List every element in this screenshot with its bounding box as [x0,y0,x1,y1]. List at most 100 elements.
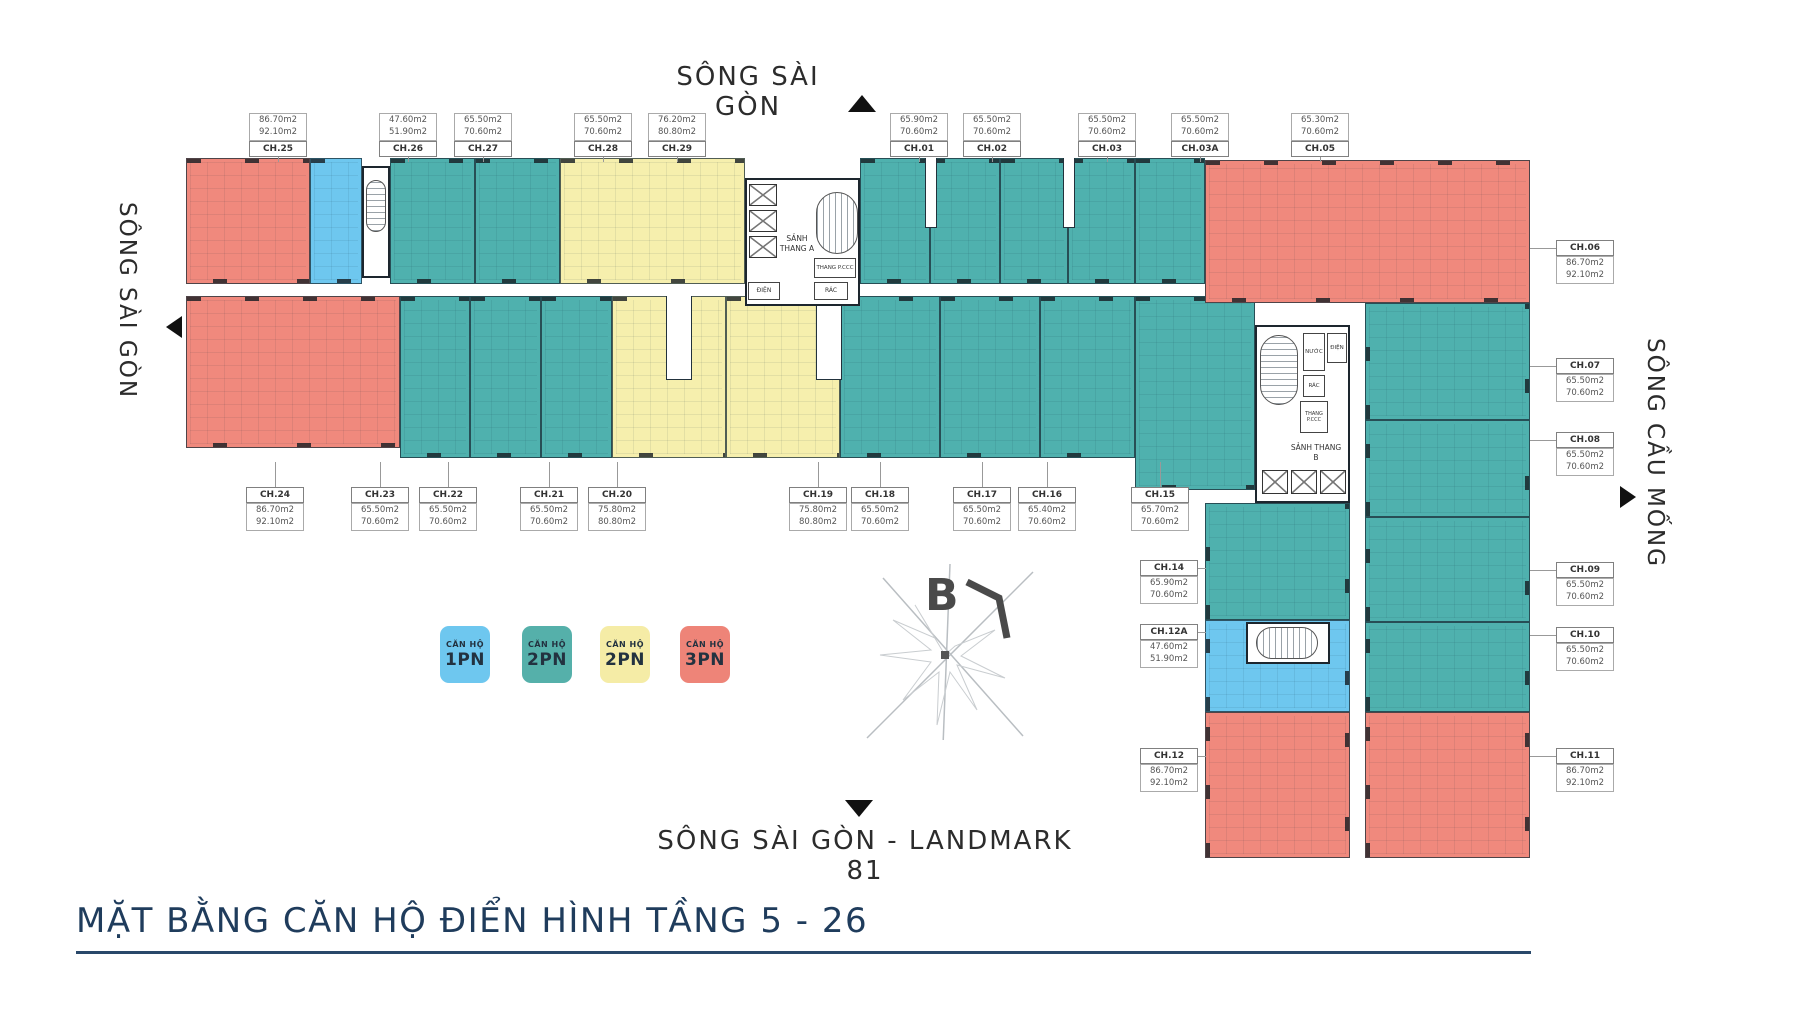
unit-block-ch-06 [1205,160,1530,303]
unit-id: CH.21 [520,487,578,503]
unit-id: CH.17 [953,487,1011,503]
leader-line [278,156,279,162]
unit-id: CH.28 [574,140,632,157]
leader-line [408,156,409,162]
elevator-shaft [749,210,777,232]
leader-line [617,462,618,487]
unit-block-ch-01 [860,158,930,284]
leader-line [275,462,276,487]
unit-block-ch-16 [1040,296,1135,458]
river-label-north: SÔNG SÀI GÒN [676,62,820,122]
leader-line [919,156,920,162]
unit-block-ch-09 [1365,517,1530,622]
unit-block-ch-17 [940,296,1040,458]
elevator-shaft [1262,470,1288,494]
leader-line [1160,462,1161,487]
unit-block-ch-27 [390,158,475,284]
leader-line [549,462,550,487]
unit-block-ch-23 [400,296,470,458]
north-arrow-icon [848,95,876,112]
elevator-shaft [749,184,777,206]
unit-id: CH.15 [1131,487,1189,503]
compass-arrow [965,578,1011,639]
compass: B [866,563,1034,740]
unit-block-ch-18 [840,296,940,458]
staircase-b [1260,335,1298,405]
unit-id: CH.11 [1556,748,1614,764]
south-arrow-icon [845,800,873,817]
unit-id: CH.10 [1556,627,1614,643]
leader-line [1530,756,1556,757]
lightwell-notch [816,296,842,380]
unit-block-ch-29 [560,158,745,284]
leader-line [818,462,819,487]
east-arrow-icon [1620,486,1636,508]
elevator-shaft [1291,470,1317,494]
leader-line [1530,248,1556,249]
unit-id: CH.27 [454,140,512,157]
river-label-south: SÔNG SÀI GÒN - LANDMARK 81 [657,826,1073,886]
unit-id: CH.29 [648,140,706,157]
unit-id: CH.22 [419,487,477,503]
unit-id: CH.03A [1171,140,1229,157]
unit-id: CH.14 [1140,560,1198,576]
lobby-a-label: SẢNH THANG A [779,234,815,253]
legend-swatch-2pn-teal: CĂN HỘ 2PN [522,626,572,683]
leader-line [992,156,993,162]
unit-id: CH.09 [1556,562,1614,578]
leader-line [1320,156,1321,162]
unit-id: CH.20 [588,487,646,503]
unit-id: CH.19 [789,487,847,503]
leader-line [1198,632,1206,633]
leader-line [1107,156,1108,162]
unit-id: CH.23 [351,487,409,503]
leader-line [982,462,983,487]
river-label-east: SÔNG CẦU MỐNG [1642,338,1668,568]
lightwell-notch [666,296,692,380]
unit-id: CH.01 [890,140,948,157]
trash-room-label-b: RÁC [1303,375,1325,397]
lightwell-notch [925,158,937,228]
leader-line [677,156,678,162]
unit-block-ch-12 [1205,712,1350,858]
legend-swatch-2pn-yellow: CĂN HỘ 2PN [600,626,650,683]
unit-block-ch-07 [1365,303,1530,420]
leader-line [1047,462,1048,487]
unit-block-ch-03a [1068,158,1135,284]
title-underline [76,951,1531,954]
